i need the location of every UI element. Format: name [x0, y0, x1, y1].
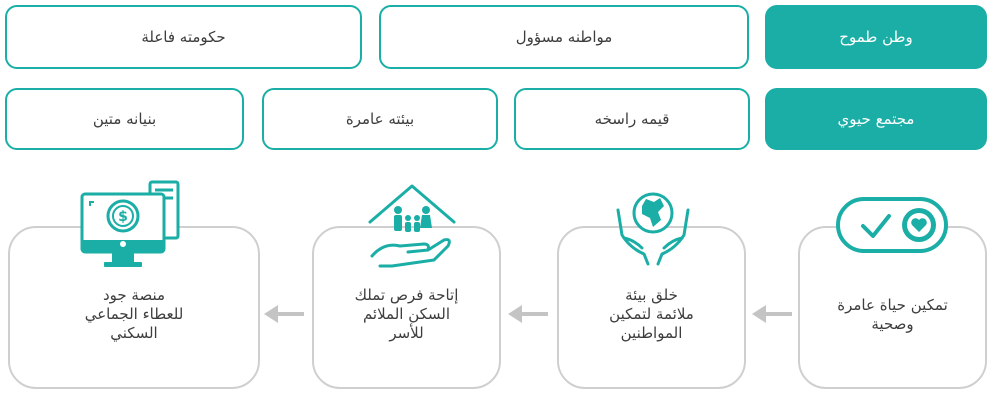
pill-label: بنيانه متين — [92, 110, 157, 128]
card-text: تمكين حياة عامرة وصحية — [837, 296, 948, 333]
svg-text:$: $ — [118, 209, 128, 225]
card-home-ownership: إتاحة فرص تملك السكن الملائم للأسر — [312, 226, 501, 389]
pill-label: حكومته فاعلة — [141, 28, 226, 46]
pill-effective-government: حكومته فاعلة — [5, 5, 362, 69]
donation-computer-icon: $ — [80, 180, 180, 267]
pill-ambitious-nation: وطن طموح — [765, 5, 987, 69]
family-house-hand-icon — [368, 184, 456, 268]
card-text: منصة جود للعطاء الجماعي السكني — [84, 286, 184, 342]
card-healthy-life: تمكين حياة عامرة وصحية — [798, 226, 987, 389]
arrow-left-icon — [752, 305, 792, 323]
card-text: إتاحة فرص تملك السكن الملائم للأسر — [354, 286, 459, 342]
pill-vibrant-society: مجتمع حيوي — [765, 88, 987, 150]
pill-label: وطن طموح — [839, 28, 913, 46]
pill-solid-structure: بنيانه متين — [5, 88, 244, 150]
pill-label: مجتمع حيوي — [837, 110, 915, 128]
pill-label: مواطنه مسؤول — [515, 28, 613, 46]
card-enabling-environment: خلق بيئة ملائمة لتمكين المواطنين — [557, 226, 746, 389]
card-text: خلق بيئة ملائمة لتمكين المواطنين — [609, 286, 694, 342]
pill-label: قيمه راسخه — [594, 110, 670, 128]
pill-firm-values: قيمه راسخه — [514, 88, 750, 150]
arrow-left-icon — [508, 305, 548, 323]
hands-globe-icon — [616, 192, 690, 266]
pill-thriving-environment: بيئته عامرة — [262, 88, 498, 150]
pill-responsible-citizen: مواطنه مسؤول — [379, 5, 749, 69]
arrow-left-icon — [264, 305, 304, 323]
check-heart-toggle-icon — [836, 197, 948, 253]
pill-label: بيئته عامرة — [345, 110, 415, 128]
